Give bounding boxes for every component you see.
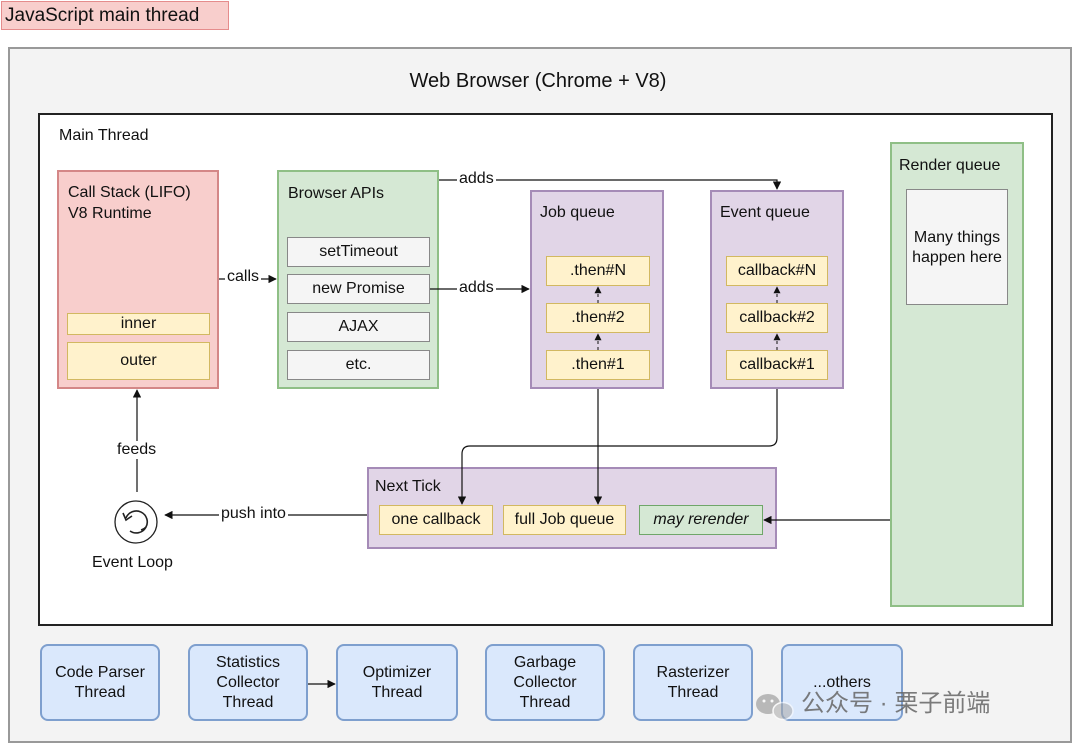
next-tick-title: Next Tick xyxy=(375,478,441,495)
thread-rasterizer: Rasterizer Thread xyxy=(633,644,753,721)
thread-line: Collector xyxy=(216,673,280,691)
browser-apis-title: Browser APIs xyxy=(288,185,385,202)
event-callback-1: callback#1 xyxy=(726,350,828,380)
thread-line: Rasterizer xyxy=(656,663,730,681)
label-calls: calls xyxy=(225,268,262,286)
thread-garbage-collector: Garbage Collector Thread xyxy=(485,644,605,721)
render-note-line2: happen here xyxy=(912,249,1002,266)
label-adds-mid: adds xyxy=(457,279,496,297)
api-ajax: AJAX xyxy=(287,312,430,342)
event-queue-title: Event queue xyxy=(720,204,810,221)
label-feeds: feeds xyxy=(115,441,159,459)
thread-statistics-collector: Statistics Collector Thread xyxy=(188,644,308,721)
call-stack-subtitle: V8 Runtime xyxy=(68,205,152,222)
api-settimeout: setTimeout xyxy=(287,237,430,267)
label-adds-top: adds xyxy=(457,170,496,188)
diagram-tag: JavaScript main thread xyxy=(1,1,229,30)
thread-code-parser: Code Parser Thread xyxy=(40,644,160,721)
render-note-line1: Many things xyxy=(913,229,1001,246)
stack-frame-outer: outer xyxy=(67,342,210,380)
next-tick-full-job-queue: full Job queue xyxy=(503,505,626,535)
stack-frame-inner: inner xyxy=(67,313,210,335)
thread-line: Thread xyxy=(222,693,274,711)
job-queue-title: Job queue xyxy=(540,204,615,221)
event-loop-label: Event Loop xyxy=(92,554,173,571)
thread-line: Garbage xyxy=(513,653,577,671)
thread-optimizer: Optimizer Thread xyxy=(336,644,458,721)
browser-title: Web Browser (Chrome + V8) xyxy=(409,69,667,92)
next-tick-one-callback: one callback xyxy=(379,505,493,535)
thread-line: Optimizer xyxy=(362,663,432,681)
thread-line: Thread xyxy=(371,683,423,701)
job-then-2: .then#2 xyxy=(546,303,650,333)
event-callback-n: callback#N xyxy=(726,256,828,286)
call-stack-title: Call Stack (LIFO) xyxy=(68,184,191,201)
render-queue-title: Render queue xyxy=(899,157,1001,174)
thread-line: Thread xyxy=(519,693,571,711)
api-etc: etc. xyxy=(287,350,430,380)
main-thread-title: Main Thread xyxy=(59,127,149,144)
label-push-into: push into xyxy=(219,505,288,523)
event-callback-2: callback#2 xyxy=(726,303,828,333)
watermark-text: 公众号 · 栗子前端 xyxy=(801,690,991,717)
thread-line: ...others xyxy=(813,673,871,691)
thread-line: Code Parser xyxy=(55,663,145,681)
next-tick-may-rerender: may rerender xyxy=(639,505,763,535)
api-new-promise: new Promise xyxy=(287,274,430,304)
thread-line: Collector xyxy=(513,673,577,691)
thread-others: ...others xyxy=(781,644,903,721)
thread-line: Thread xyxy=(667,683,719,701)
thread-line: Statistics xyxy=(215,653,280,671)
render-queue-note: Many things happen here xyxy=(906,189,1008,305)
thread-line: Thread xyxy=(74,683,126,701)
job-then-1: .then#1 xyxy=(546,350,650,380)
job-then-n: .then#N xyxy=(546,256,650,286)
